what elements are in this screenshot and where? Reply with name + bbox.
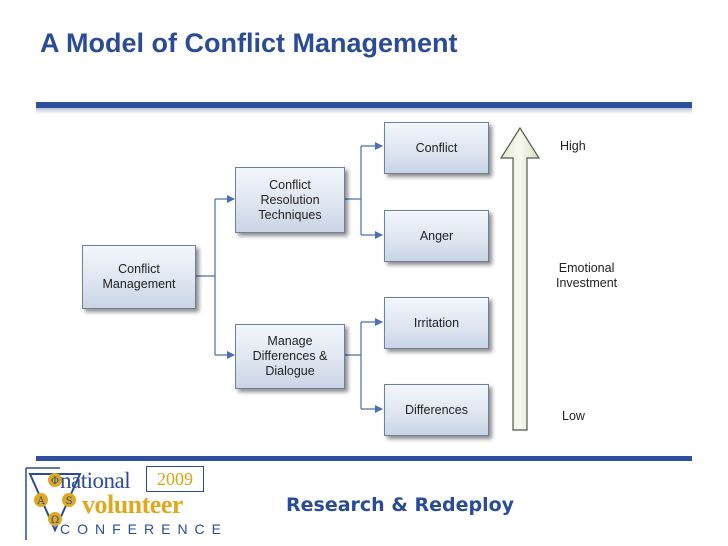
connector-manage xyxy=(344,318,383,413)
connector-root xyxy=(195,195,235,359)
scale-label-high: High xyxy=(560,139,586,153)
slide-title: A Model of Conflict Management xyxy=(40,28,458,58)
node-irritation: Irritation xyxy=(384,297,489,349)
node-conflict-resolution-techniques: Conflict Resolution Techniques xyxy=(235,167,345,233)
connector-techniques xyxy=(344,142,383,239)
node-manage-differences-dialogue: Manage Differences & Dialogue xyxy=(235,324,345,389)
header-divider xyxy=(36,102,692,114)
conference-logo: Φ A S Ω xyxy=(25,467,82,540)
svg-text:Ω: Ω xyxy=(51,515,59,526)
logo-volunteer-text: volunteer xyxy=(82,490,183,519)
scale-label-emotional-investment: Emotional Investment xyxy=(556,261,618,290)
emblem-triangle-icon: Φ A S Ω xyxy=(28,473,82,533)
footer-divider xyxy=(36,456,692,461)
logo-year-badge: 2009 xyxy=(146,466,204,492)
svg-text:A: A xyxy=(36,496,45,507)
logo-conference-text: CONFERENCE xyxy=(60,521,229,537)
logo-national-text: national xyxy=(60,468,131,493)
svg-text:S: S xyxy=(66,496,73,507)
scale-label-low: Low xyxy=(562,409,585,423)
svg-text:Φ: Φ xyxy=(51,476,59,487)
node-conflict-management: Conflict Management xyxy=(82,245,196,309)
footer-tagline: Research & Redeploy xyxy=(286,494,515,516)
node-anger: Anger xyxy=(384,210,489,262)
node-conflict: Conflict xyxy=(384,122,489,174)
node-differences: Differences xyxy=(384,384,489,436)
emotional-scale-arrow xyxy=(499,126,541,431)
